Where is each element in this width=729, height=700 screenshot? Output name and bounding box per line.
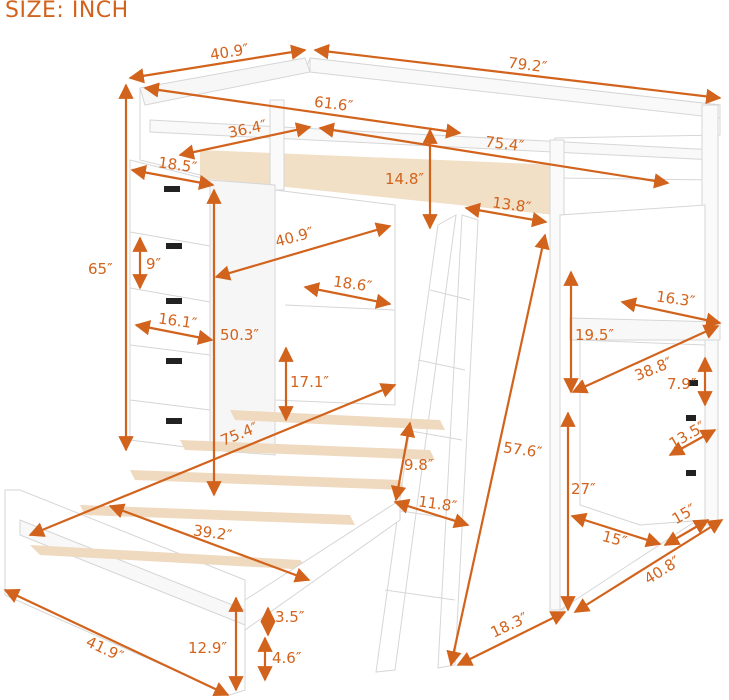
dim-inner-length: 75.4″ (484, 132, 526, 156)
dim-rail-gap: 3.5″ (275, 608, 305, 626)
dim-desk-height: 27″ (571, 480, 596, 498)
drawer-handle-4 (166, 358, 182, 364)
drawer-handle-2 (166, 243, 182, 249)
drawer-handle-1 (164, 186, 180, 192)
dim-top-length: 79.2″ (507, 53, 549, 77)
dim-total-height: 65″ (88, 260, 113, 278)
dim-rail-length: 61.6″ (313, 92, 355, 116)
desk-and-cabinet (559, 204, 721, 611)
dim-clearance-height: 50.3″ (220, 326, 260, 344)
drawer-handle-5 (166, 418, 182, 424)
dim-rail-height: 14.8″ (385, 170, 425, 188)
drawer-handle-3 (166, 298, 182, 304)
dim-step-spacing: 9.8″ (404, 456, 434, 474)
dim-drawer-height: 9″ (146, 255, 162, 273)
dim-desk-clearance: 19.5″ (575, 326, 615, 344)
left-drawer-cabinet (129, 159, 276, 456)
dim-floor-clearance: 4.6″ (272, 649, 302, 667)
dim-footboard-height: 12.9″ (188, 639, 228, 657)
dim-desk-drawer-height: 7.9″ (667, 375, 697, 393)
dim-shelf-height: 17.1″ (290, 373, 330, 391)
dimension-arrows (3, 43, 724, 697)
size-unit-title: SIZE: INCH (5, 0, 129, 23)
